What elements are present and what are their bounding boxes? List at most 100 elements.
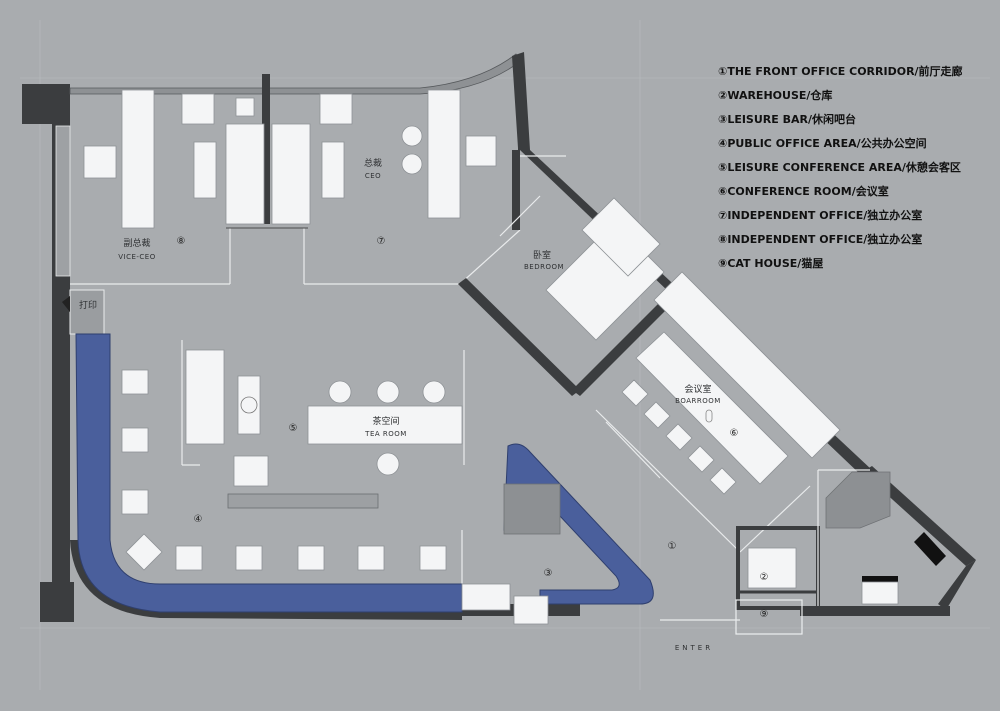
bedroom-label-en: BEDROOM (524, 263, 564, 271)
tea-stool-4 (376, 452, 400, 476)
bedroom-east-wall (572, 298, 672, 396)
public-office-seats (121, 369, 447, 571)
legend-item-7: ⑦INDEPENDENT OFFICE/独立办公室 (718, 209, 923, 222)
east-wall-upper (512, 52, 530, 150)
vice-ceo-seat-1 (181, 93, 215, 125)
tea-room-sofa (185, 349, 225, 445)
bed-pillows (581, 197, 661, 277)
boardroom-mic-icon (705, 409, 713, 423)
bar-stool-block (513, 595, 549, 625)
ceo-seat (319, 93, 353, 125)
boardroom-furniture (621, 271, 841, 495)
print-triangle-icon (62, 296, 70, 312)
bar-back-cabinet (503, 483, 561, 535)
ceo-label-en: CEO (365, 172, 381, 180)
marker-9: ⑨ (760, 609, 769, 620)
boardroom-credenza (653, 271, 841, 459)
ceo-furniture (271, 89, 497, 225)
tea-room-label-en: TEA ROOM (364, 430, 407, 438)
ceo-divider-wall (262, 74, 270, 224)
west-window-strip (55, 125, 71, 277)
office-seat-3 (121, 489, 149, 515)
vice-ceo-chair (83, 145, 117, 179)
planter-strip (227, 493, 379, 509)
tea-table (307, 405, 463, 445)
bar-counters (75, 333, 654, 625)
ceo-bench (321, 141, 345, 199)
east-corner-black-block (914, 532, 946, 566)
legend-item-8: ⑧INDEPENDENT OFFICE/独立办公室 (718, 233, 923, 246)
boardroom-chair-5 (709, 467, 737, 495)
ceo-stool-1 (401, 125, 423, 147)
east-corner-bench (861, 581, 899, 605)
vice-ceo-sofa (225, 123, 265, 225)
vice-ceo-furniture (83, 89, 265, 229)
marker-1: ① (668, 541, 677, 552)
north-window-wall (69, 53, 523, 95)
area-markers: ① ② ③ ④ ⑤ ⑥ ⑦ ⑧ ⑨ (177, 236, 769, 620)
tea-stool-1 (328, 380, 352, 404)
boardroom-label-en: BOARROOM (675, 397, 721, 405)
office-seat-8 (357, 545, 385, 571)
perimeter-desk (75, 333, 463, 613)
boardroom-chair-2 (643, 401, 671, 429)
vice-ceo-label-en: VICE-CEO (118, 253, 156, 261)
ceo-chair (465, 135, 497, 167)
tea-room-chair (233, 455, 269, 487)
boardroom-chair-1 (621, 379, 649, 407)
east-corner-bench-top (862, 576, 898, 582)
marker-6: ⑥ (730, 428, 739, 439)
warehouse-shelf (747, 547, 797, 589)
print-label: 打印 (79, 299, 97, 311)
legend-item-1: ①THE FRONT OFFICE CORRIDOR/前厅走廊 (718, 65, 963, 78)
room-labels: 副总裁 VICE-CEO 总裁 CEO 卧室 BEDROOM 打印 会议室 BO… (79, 157, 721, 652)
boardroom-chair-3 (665, 423, 693, 451)
legend-item-5: ⑤LEISURE CONFERENCE AREA/休憩会客区 (718, 161, 961, 174)
marker-3: ③ (544, 568, 553, 579)
marker-4: ④ (194, 514, 203, 525)
bar-sink (461, 583, 511, 611)
ceo-desk (427, 89, 461, 219)
tea-room-side-table (237, 375, 261, 435)
ceo-label-cn: 总裁 (364, 157, 382, 169)
office-seat-1 (121, 369, 149, 395)
marker-8: ⑧ (177, 236, 186, 247)
vice-ceo-side-table (235, 97, 255, 117)
marker-2: ② (760, 572, 769, 583)
lamp-icon (240, 396, 258, 414)
tea-stool-2 (376, 380, 400, 404)
vice-ceo-bench (193, 141, 217, 199)
ceo-sofa (271, 123, 311, 225)
marker-5: ⑤ (289, 423, 298, 434)
bedroom-furniture (545, 197, 665, 341)
enter-label: ENTER (675, 644, 713, 652)
corner-column-bottom-left (40, 582, 74, 622)
tea-room-furniture (185, 349, 463, 509)
marker-7: ⑦ (377, 236, 386, 247)
legend-item-6: ⑥CONFERENCE ROOM/会议室 (718, 185, 889, 198)
east-corner-cabinet (825, 471, 891, 529)
bedroom-south-wall (458, 278, 580, 396)
boardroom-chair-4 (687, 445, 715, 473)
print-niche (69, 289, 105, 335)
cat-house-outline (735, 599, 803, 635)
bedroom-label-cn: 卧室 (533, 249, 551, 261)
tea-room-label-cn: 茶空间 (372, 415, 399, 427)
vice-ceo-label-cn: 副总裁 (123, 237, 150, 249)
south-east-wall (800, 606, 950, 616)
legend: ①THE FRONT OFFICE CORRIDOR/前厅走廊 ②WAREHOU… (718, 60, 963, 276)
ceo-stool-2 (401, 153, 423, 175)
legend-item-4: ④PUBLIC OFFICE AREA/公共办公空间 (718, 137, 927, 150)
office-seat-2 (121, 427, 149, 453)
office-seat-9 (419, 545, 447, 571)
office-seat-7 (297, 545, 325, 571)
bedroom-west-wall (512, 150, 520, 230)
boardroom-table (635, 331, 789, 485)
boardroom-label-cn: 会议室 (684, 383, 711, 395)
legend-item-9: ⑨CAT HOUSE/猫屋 (718, 257, 824, 270)
legend-item-3: ③LEISURE BAR/休闲吧台 (718, 113, 856, 126)
east-diagonal-wall-lower (862, 466, 976, 566)
tea-stool-3 (422, 380, 446, 404)
